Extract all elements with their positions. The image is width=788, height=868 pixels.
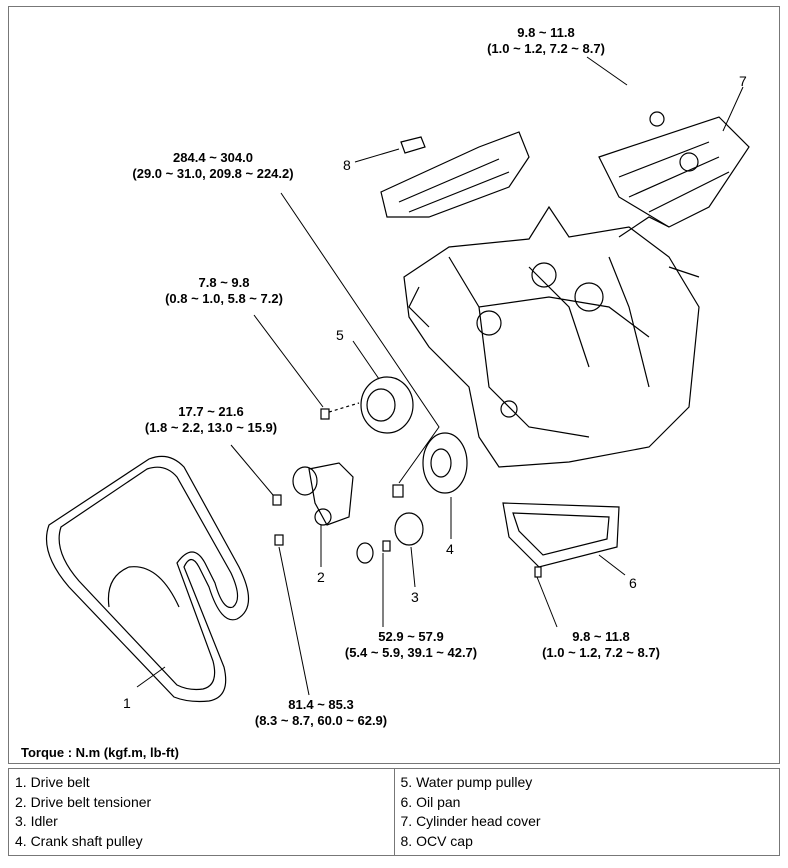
idler-cover xyxy=(356,542,374,564)
drive-belt-tensioner xyxy=(308,462,354,526)
tensioner-roller xyxy=(314,508,332,526)
water-pump-pulley-bolt xyxy=(320,408,330,420)
torque-label-6: 9.8 ~ 11.8 (1.0 ~ 1.2, 7.2 ~ 8.7) xyxy=(542,629,660,660)
drive-belt-inner2 xyxy=(107,566,180,608)
water-pump-pulley-inner xyxy=(366,388,396,422)
leader-t3 xyxy=(253,314,324,408)
crank-shaft-pulley-inner xyxy=(430,448,452,478)
torque-label-1: 9.8 ~ 11.8 (1.0 ~ 1.2, 7.2 ~ 8.7) xyxy=(487,25,605,56)
engine-timing-gear-2 xyxy=(574,282,604,312)
head-cover-left-detail xyxy=(398,158,510,213)
ocv-cap-on-cover xyxy=(649,111,665,127)
cylinder-head-cover xyxy=(598,116,750,228)
legend-item: 8. OCV cap xyxy=(400,832,473,849)
idler-bolt xyxy=(382,540,391,552)
torque-unit-note: Torque : N.m (kgf.m, lb-ft) xyxy=(21,745,179,760)
legend-item: 4. Crank shaft pulley xyxy=(15,832,143,849)
torque-label-5: 52.9 ~ 57.9 (5.4 ~ 5.9, 39.1 ~ 42.7) xyxy=(344,629,478,660)
leader-c1 xyxy=(136,666,166,688)
torque-label-7: 81.4 ~ 85.3 (8.3 ~ 8.7, 60.0 ~ 62.9) xyxy=(254,697,388,728)
head-cover-left xyxy=(380,131,530,218)
callout-7: 7 xyxy=(739,73,747,89)
wp-bolt-leader xyxy=(328,402,360,413)
leader-t1 xyxy=(586,56,628,86)
leader-t2 xyxy=(280,192,440,484)
water-pump-pulley xyxy=(360,376,414,434)
drive-belt-inner xyxy=(58,466,239,691)
leader-t4 xyxy=(230,444,274,496)
callout-5: 5 xyxy=(336,327,344,343)
tensioner-bolt-2 xyxy=(274,534,284,546)
callout-4: 4 xyxy=(446,541,454,557)
legend-item: 5. Water pump pulley xyxy=(400,774,533,790)
legend-item: 6. Oil pan xyxy=(400,793,461,810)
callout-6: 6 xyxy=(629,575,637,591)
leader-c5 xyxy=(352,340,380,380)
tensioner-bolt-1 xyxy=(272,494,282,506)
leader-c8 xyxy=(354,148,400,163)
leader-c6 xyxy=(598,554,626,576)
oil-pan-detail xyxy=(512,512,610,556)
oil-pan-bolt xyxy=(534,566,542,578)
torque-label-2: 284.4 ~ 304.0 (29.0 ~ 31.0, 209.8 ~ 224.… xyxy=(132,150,294,181)
leader-t6 xyxy=(536,576,558,628)
leader-t7 xyxy=(278,546,310,696)
engine-block-outline xyxy=(403,205,700,468)
engine-timing-gear-1 xyxy=(531,262,557,288)
crank-pulley-bolt xyxy=(392,484,404,498)
idler-pulley xyxy=(394,512,424,546)
engine-exploded-view xyxy=(45,56,750,703)
parts-legend: 1. Drive belt 2. Drive belt tensioner 3.… xyxy=(8,768,780,856)
callout-8: 8 xyxy=(343,157,351,173)
legend-right-column: 5. Water pump pulley 6. Oil pan 7. Cylin… xyxy=(393,768,780,856)
legend-item: 1. Drive belt xyxy=(15,774,90,790)
exploded-diagram-frame: 9.8 ~ 11.8 (1.0 ~ 1.2, 7.2 ~ 8.7) 284.4 … xyxy=(8,6,780,764)
crank-shaft-pulley xyxy=(422,432,468,494)
legend-item: 7. Cylinder head cover xyxy=(400,813,541,829)
ocv-cap xyxy=(400,136,426,154)
torque-label-3: 7.8 ~ 9.8 (0.8 ~ 1.0, 5.8 ~ 7.2) xyxy=(165,275,283,306)
legend-left-column: 1. Drive belt 2. Drive belt tensioner 3.… xyxy=(8,768,395,856)
torque-label-4: 17.7 ~ 21.6 (1.8 ~ 2.2, 13.0 ~ 15.9) xyxy=(144,404,278,435)
leader-c7 xyxy=(722,86,744,132)
callout-3: 3 xyxy=(411,589,419,605)
legend-item: 3. Idler xyxy=(15,813,58,829)
engine-block-detail xyxy=(448,256,650,438)
tensioner-pulley xyxy=(292,466,318,496)
engine-water-pump xyxy=(476,310,502,336)
leader-c3 xyxy=(410,546,416,588)
drive-belt-outline xyxy=(45,455,250,703)
oil-pan xyxy=(502,502,620,568)
engine-side-flange xyxy=(408,216,700,328)
oil-filler-cap xyxy=(679,152,699,172)
engine-crank-hub xyxy=(500,400,518,418)
cylinder-head-cover-detail xyxy=(618,141,730,213)
callout-1: 1 xyxy=(123,695,131,711)
legend-item: 2. Drive belt tensioner xyxy=(15,793,152,810)
callout-2: 2 xyxy=(317,569,325,585)
